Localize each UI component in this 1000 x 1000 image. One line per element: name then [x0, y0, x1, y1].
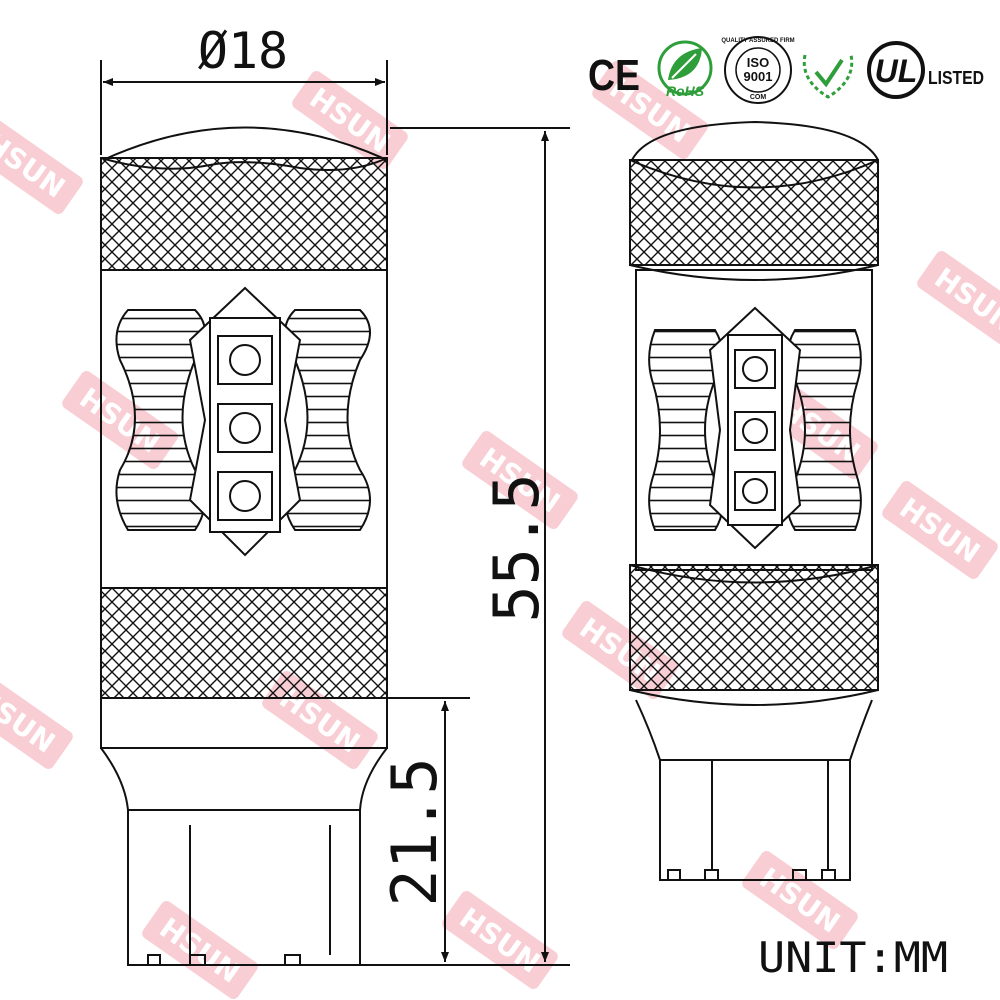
watermark-badge: HSUN [142, 901, 258, 999]
top-knurl-ring [100, 157, 388, 271]
total-length-label: 55.5 [480, 473, 553, 622]
led-chip-right-2 [734, 411, 776, 451]
base-length-label: 21.5 [378, 757, 451, 906]
certification-logos: CE RoHS QUALITY ASSURED FIRM ISO 9001 CO… [588, 36, 984, 104]
base-taper-right [635, 699, 873, 761]
watermark-badge: HSUN [917, 251, 1000, 349]
led-chip-right-3 [734, 471, 776, 511]
led-chip-3 [217, 471, 273, 521]
lower-collar [100, 697, 388, 749]
left-view [100, 126, 388, 966]
watermark-badge: HSUN [0, 116, 83, 214]
heat-sink-ribs-right [284, 309, 371, 531]
diameter-label: Ø18 [198, 22, 288, 80]
rohs-label: RoHS [666, 83, 705, 99]
iso-bottom-text: COM [750, 94, 767, 101]
iso-9001-logo: QUALITY ASSURED FIRM ISO 9001 COM [721, 36, 795, 104]
ul-listed-logo: UL LISTED [867, 41, 984, 99]
unit-label: UNIT:MM [758, 933, 948, 982]
bottom-knurl-ring [100, 587, 388, 699]
led-chip-1 [217, 335, 273, 385]
base-length-dimension [387, 697, 470, 962]
watermark-badge: HSUN [882, 481, 998, 579]
watermark-badge: HSUN [592, 61, 708, 159]
watermark-badge: HSUN [0, 671, 73, 769]
bottom-knurl-ring-right [629, 564, 879, 691]
diameter-dimension [100, 60, 388, 155]
ul-mark: UL [875, 53, 918, 89]
iso-top-text: QUALITY ASSURED FIRM [721, 38, 794, 44]
top-knurl-ring-right [629, 159, 879, 266]
total-length-dimension [360, 127, 570, 966]
wedge-base [127, 809, 361, 966]
lens-dome [102, 126, 388, 161]
iso-main-text: ISO [747, 55, 769, 70]
check-laurel-logo [802, 54, 854, 99]
led-chip-2 [217, 403, 273, 453]
lens-dome-right [631, 120, 879, 161]
ce-mark: CE [588, 51, 640, 100]
iso-number-text: 9001 [744, 69, 773, 84]
rohs-logo: RoHS [657, 40, 713, 99]
right-view [629, 120, 879, 881]
watermark-badge: HSUN [442, 891, 558, 989]
watermark-badge: HSUN [292, 71, 408, 169]
led-chip-right-1 [734, 349, 776, 389]
ul-listed-label: LISTED [928, 68, 984, 88]
wedge-base-right [659, 759, 851, 881]
